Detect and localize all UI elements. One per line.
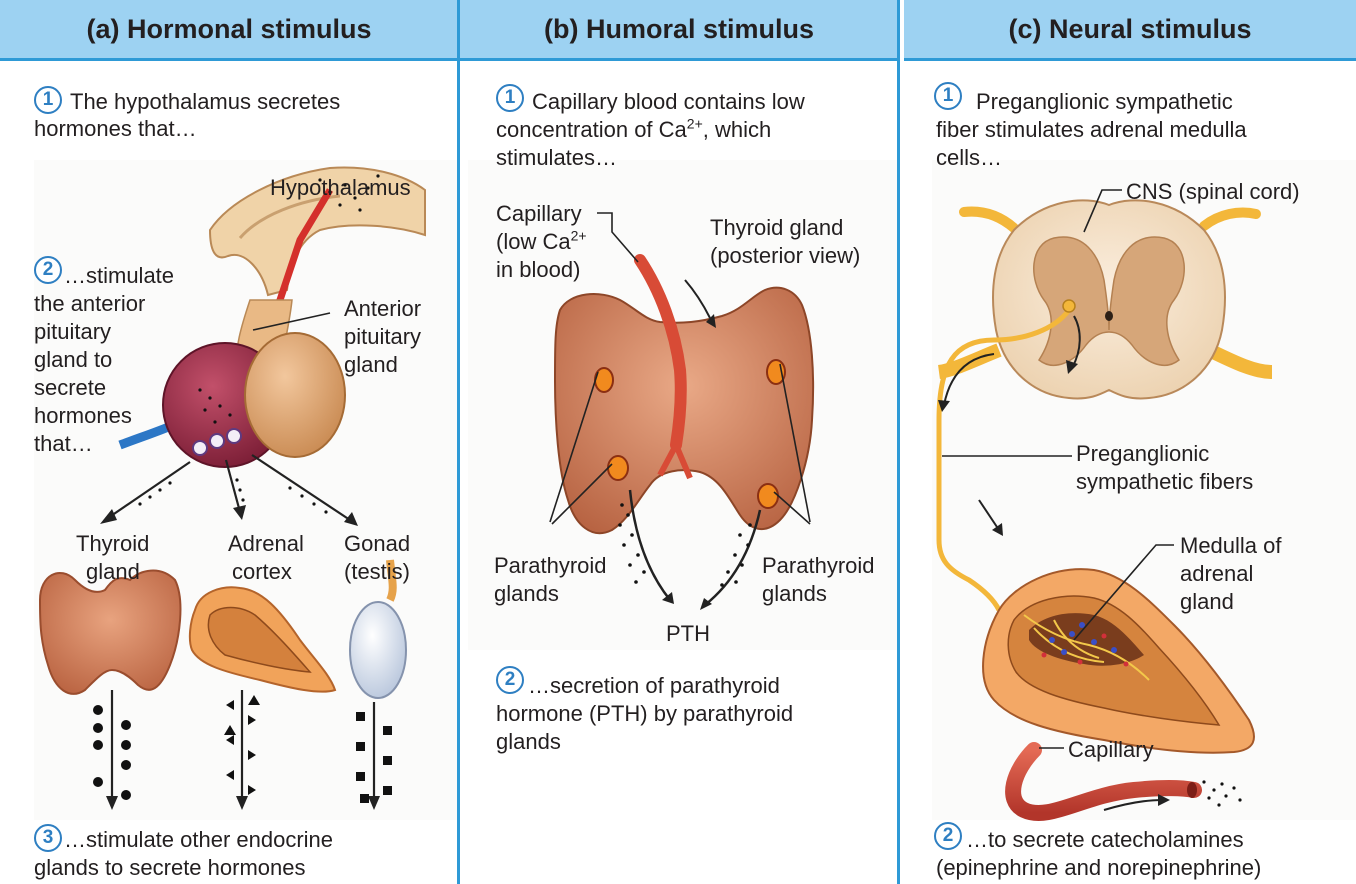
label-parathyroid-right-line2: glands [762, 580, 827, 607]
spinal-cord [993, 200, 1225, 398]
parathyroid-upper-left [595, 368, 613, 392]
divider-right [897, 0, 900, 884]
parathyroid-lower-left [608, 456, 628, 480]
step2-line2: (epinephrine and norepinephrine) [936, 854, 1261, 881]
target-thyroid-line2: gland [86, 558, 140, 585]
step2-line4: gland to [34, 346, 112, 373]
label-thyroid-line2: (posterior view) [710, 242, 860, 269]
target-adrenal-line1: Adrenal [228, 530, 304, 557]
parathyroid-lower-right [758, 484, 778, 508]
target-gonad-line2: (testis) [344, 558, 410, 585]
target-thyroid-line1: Thyroid [76, 530, 149, 557]
step-number-1: 1 [496, 84, 524, 112]
step2-line1: …secretion of parathyroid [528, 672, 780, 699]
label-fibers-line2: sympathetic fibers [1076, 468, 1253, 495]
label-parathyroid-right-line1: Parathyroid [762, 552, 875, 579]
label-capillary: Capillary [1068, 736, 1154, 763]
label-cns: CNS (spinal cord) [1126, 178, 1300, 205]
step2-line1: …to secrete catecholamines [966, 826, 1244, 853]
step-number-2: 2 [496, 666, 524, 694]
step2-line2: the anterior [34, 290, 145, 317]
posterior-pituitary [245, 333, 345, 457]
label-medulla-line2: adrenal [1180, 560, 1253, 587]
step2-line2: hormone (PTH) by parathyroid [496, 700, 793, 727]
label-fibers-line1: Preganglionic [1076, 440, 1209, 467]
step1-line2: fiber stimulates adrenal medulla [936, 116, 1247, 143]
label-anterior-line2: pituitary [344, 323, 421, 350]
step2-line6: hormones [34, 402, 132, 429]
panel-humoral: (b) Humoral stimulus [460, 0, 898, 884]
step2-line3: pituitary [34, 318, 111, 345]
thyroid-gland [40, 571, 180, 694]
label-thyroid-line1: Thyroid gland [710, 214, 843, 241]
step2-line1: …stimulate [64, 262, 174, 289]
panel-neural: (c) Neural stimulus [904, 0, 1356, 884]
step2-line7: that… [34, 430, 93, 457]
panel-hormonal: (a) Hormonal stimulus [0, 0, 458, 884]
step-number-3: 3 [34, 824, 62, 852]
step2-line3: glands [496, 728, 561, 755]
label-hypothalamus: Hypothalamus [270, 174, 411, 201]
label-anterior-line1: Anterior [344, 295, 421, 322]
label-capillary-line2: (low Ca2+ [496, 228, 587, 255]
step3-line1: …stimulate other endocrine [64, 826, 333, 853]
label-medulla-line3: gland [1180, 588, 1234, 615]
step-number-2: 2 [934, 822, 962, 850]
step1-line1: Preganglionic sympathetic [976, 88, 1233, 115]
step-number-1: 1 [934, 82, 962, 110]
target-adrenal-line2: cortex [232, 558, 292, 585]
step1-line3: stimulates… [496, 144, 617, 171]
step1-line3: cells… [936, 144, 1002, 171]
label-parathyroid-left-line2: glands [494, 580, 559, 607]
step1-line1: The hypothalamus secretes [70, 88, 340, 115]
label-pth: PTH [666, 620, 710, 647]
label-capillary-line3: in blood) [496, 256, 580, 283]
step2-line5: secrete [34, 374, 106, 401]
step1-line1: Capillary blood contains low [532, 88, 805, 115]
testis [350, 602, 406, 698]
label-capillary-line1: Capillary [496, 200, 582, 227]
label-anterior-line3: gland [344, 351, 398, 378]
step1-line2: concentration of Ca2+, which [496, 116, 771, 143]
target-gonad-line1: Gonad [344, 530, 410, 557]
step-number-2: 2 [34, 256, 62, 284]
step-number-1: 1 [34, 86, 62, 114]
label-parathyroid-left-line1: Parathyroid [494, 552, 607, 579]
label-medulla-line1: Medulla of [1180, 532, 1282, 559]
step3-line2: glands to secrete hormones [34, 854, 306, 881]
step1-line2: hormones that… [34, 115, 197, 142]
